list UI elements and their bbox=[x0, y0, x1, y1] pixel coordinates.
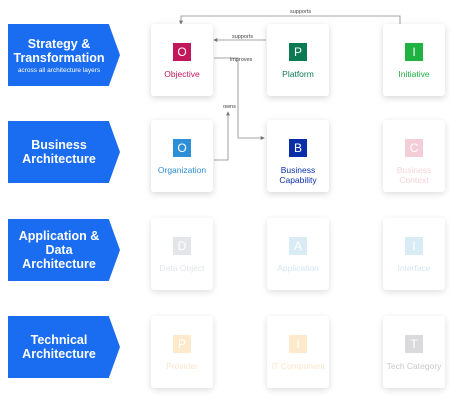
row-title: Strategy & Transformation bbox=[13, 36, 105, 65]
card-name: IT Component bbox=[271, 361, 325, 371]
it-component-icon: I bbox=[289, 335, 307, 353]
row-title: Business Architecture bbox=[22, 138, 96, 166]
business-capability-icon: B bbox=[289, 139, 307, 157]
improves-line bbox=[214, 57, 265, 140]
provider-icon: P bbox=[173, 335, 191, 353]
card-name: Data Object bbox=[159, 263, 205, 273]
card-organization[interactable]: O Organization bbox=[151, 120, 213, 192]
row-label-strategy: Strategy & Transformation across all arc… bbox=[8, 24, 120, 86]
improves-label: improves bbox=[230, 57, 253, 63]
data-object-icon: D bbox=[173, 237, 191, 255]
row-subtitle: across all architecture layers bbox=[17, 66, 101, 74]
card-name: Initiative bbox=[398, 69, 430, 79]
card-name: Business Context bbox=[396, 165, 432, 185]
application-icon: A bbox=[289, 237, 307, 255]
card-initiative[interactable]: I Initiative bbox=[383, 24, 445, 96]
card-provider[interactable]: P Provider bbox=[151, 316, 213, 388]
card-application[interactable]: A Application bbox=[267, 218, 329, 290]
row-label-technical: Technical Architecture bbox=[8, 316, 120, 378]
card-name: Application bbox=[277, 263, 319, 273]
row-label-application-data: Application & Data Architecture bbox=[8, 219, 120, 281]
initiative-icon: I bbox=[405, 43, 423, 61]
card-it-component[interactable]: I IT Component bbox=[267, 316, 329, 388]
card-name: Platform bbox=[282, 69, 314, 79]
card-name: Tech Category bbox=[386, 361, 442, 371]
row-label-business: Business Architecture bbox=[8, 121, 120, 183]
business-context-icon: C bbox=[405, 139, 423, 157]
owns-label: owns bbox=[223, 104, 236, 110]
card-name: Interface bbox=[397, 263, 431, 273]
supports-label-mid: supports bbox=[232, 34, 253, 40]
platform-icon: P bbox=[289, 43, 307, 61]
card-name: Objective bbox=[164, 69, 200, 79]
card-platform[interactable]: P Platform bbox=[267, 24, 329, 96]
objective-icon: O bbox=[173, 43, 191, 61]
supports-line-top bbox=[179, 15, 401, 25]
card-name: Provider bbox=[166, 361, 198, 371]
card-tech-category[interactable]: T Tech Category bbox=[383, 316, 445, 388]
tech-category-icon: T bbox=[405, 335, 423, 353]
card-name: Business Capability bbox=[279, 165, 317, 185]
card-business-capability[interactable]: B Business Capability bbox=[267, 120, 329, 192]
supports-label-top: supports bbox=[290, 9, 311, 15]
row-title: Technical Architecture bbox=[22, 333, 96, 361]
interface-icon: I bbox=[405, 237, 423, 255]
card-business-context[interactable]: C Business Context bbox=[383, 120, 445, 192]
card-data-object[interactable]: D Data Object bbox=[151, 218, 213, 290]
card-name: Organization bbox=[157, 165, 207, 175]
organization-icon: O bbox=[173, 139, 191, 157]
row-title: Application & Data Architecture bbox=[18, 229, 100, 271]
card-objective[interactable]: O Objective bbox=[151, 24, 213, 96]
owns-line bbox=[214, 111, 230, 161]
card-interface[interactable]: I Interface bbox=[383, 218, 445, 290]
